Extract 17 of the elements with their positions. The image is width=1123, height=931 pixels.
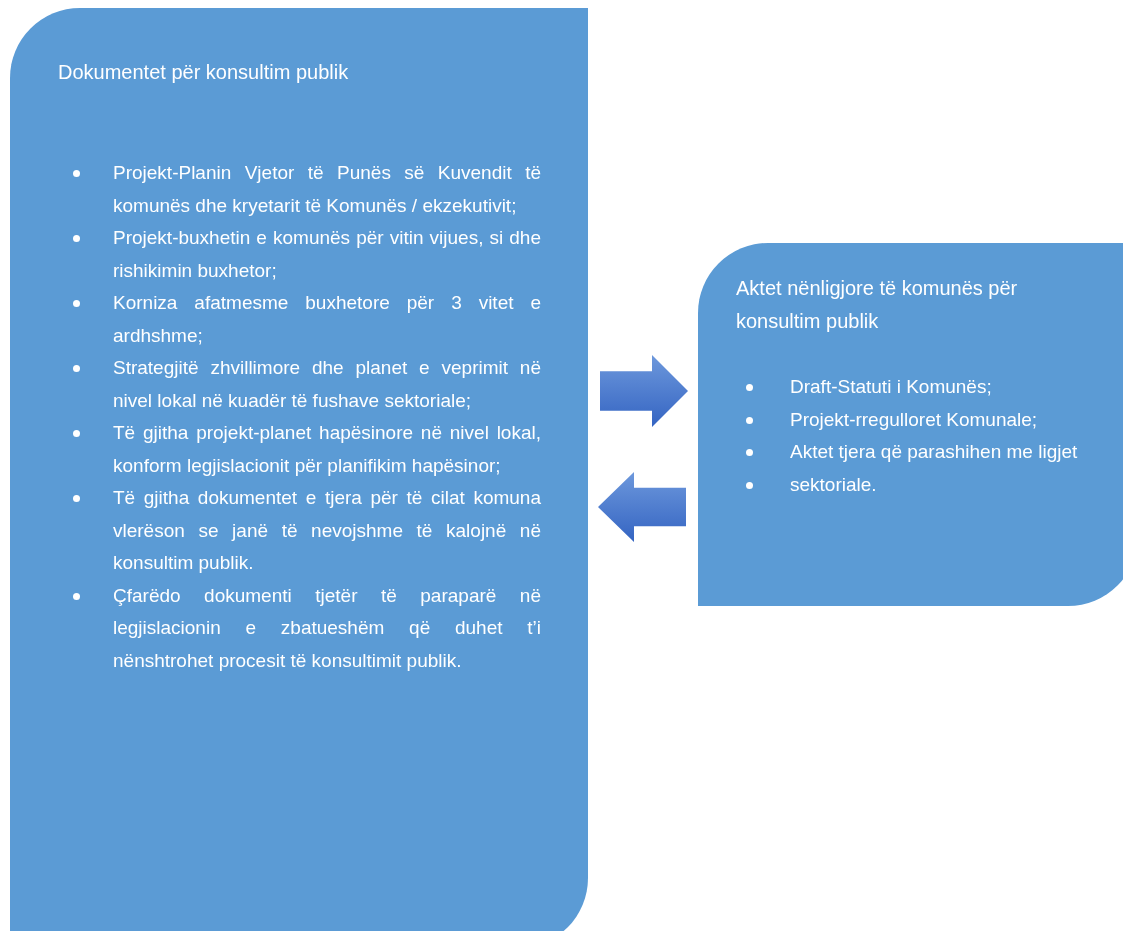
bullet-text: Korniza afatmesme buxhetore për 3 vitet e ardhshme; — [113, 292, 541, 346]
bullet-text: Çfarëdo dokumenti tjetër të paraparë në legjislacionin e zbatueshëm që duhet t’i nënshtrohet procesit të konsultimit publik. — [113, 584, 541, 671]
bullet-text: sektoriale. — [790, 473, 877, 495]
bullet-text: Projekt-rregulloret Komunale; — [790, 408, 1038, 430]
bullet-text: Aktet tjera që parashihen me ligjet — [790, 441, 1078, 462]
bullet-text: Strategjitë zhvillimore dhe planet e veprimit në nivel lokal në kuadër të fushave sektoriale; — [113, 357, 541, 411]
rounded-panel — [698, 243, 1123, 606]
bullet-text: Projekt-Planin Vjetor të Punës së Kuvendit të komunës dhe kryetarit të Komunës / ekzekutivit; — [113, 162, 541, 216]
bullet-text: Draft-Statuti i Komunës; — [790, 376, 992, 397]
panel-heading: Aktet nënligjore të komunës për konsultim publik — [736, 276, 1019, 334]
bullet-text: Të gjitha dokumentet e tjera për të cilat komuna vlerëson se janë të nevojshme të kalojnë në konsultim publik. — [113, 487, 541, 573]
panel-heading: Dokumentet për konsultim publik — [58, 60, 350, 85]
block-arrow — [598, 472, 686, 542]
bullet-text: Projekt-buxhetin e komunës për vitin vijues, si dhe rishikimin buxhetor; — [113, 227, 541, 281]
block-arrow — [600, 355, 688, 427]
bullet-text: Të gjitha projekt-planet hapësinore në nivel lokal, konform legjislacionit për planifikim hapësinor; — [113, 422, 541, 476]
rounded-panel — [10, 8, 588, 931]
